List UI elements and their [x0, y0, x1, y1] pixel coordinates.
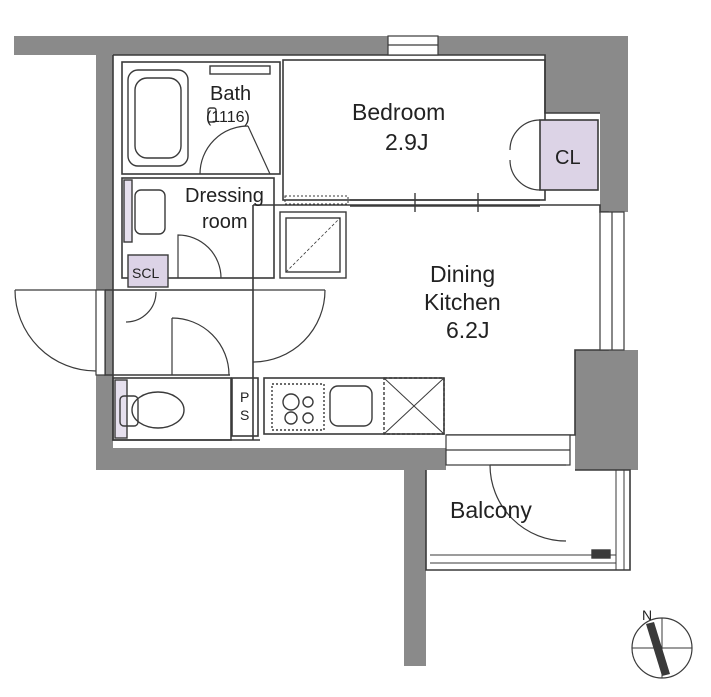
- sliding-door: [350, 193, 540, 212]
- walls: [14, 36, 638, 666]
- bath-door: [199, 125, 271, 175]
- toilet-door: [171, 317, 230, 376]
- dressing-outline: [121, 177, 275, 279]
- dining-kitchen-size: 6.2J: [446, 317, 489, 343]
- dressing-label: Dressing: [185, 185, 264, 207]
- wall-right-mid: [600, 36, 628, 212]
- fridge-space: [383, 377, 445, 435]
- pipe-space-label: P: [240, 389, 249, 405]
- bedroom-vent: [284, 195, 349, 205]
- wall-left-outer: [96, 36, 113, 470]
- pipe-space-outline: [231, 377, 259, 437]
- closet-outline: [539, 119, 599, 191]
- stove: [271, 383, 325, 431]
- balcony-label: Balcony: [450, 497, 532, 523]
- toilet-bowl: [131, 391, 185, 429]
- entrance-door: [14, 289, 97, 372]
- doors: [14, 119, 567, 542]
- compass: N: [631, 607, 693, 679]
- dressing-door: [177, 234, 222, 279]
- outdoor-unit: [591, 549, 611, 559]
- bath-outline: [121, 61, 281, 175]
- windows: [387, 35, 625, 466]
- closet-label: CL: [555, 147, 581, 169]
- toilet-room: [112, 377, 232, 441]
- closet-door: [509, 119, 541, 191]
- dining-label: Dining: [430, 261, 495, 287]
- partitions: [104, 54, 631, 571]
- bedroom-size: 2.9J: [385, 129, 428, 155]
- wall-top: [14, 36, 628, 55]
- fixtures: [114, 65, 611, 559]
- bath-label: Bath: [210, 83, 251, 105]
- compass-needle-icon: [646, 622, 670, 676]
- bath-size: (1116): [206, 109, 250, 126]
- wall-right-lower: [575, 350, 638, 470]
- balcony-door: [489, 464, 567, 542]
- washer-area: [279, 211, 347, 279]
- scl-box: [127, 254, 169, 288]
- washbasin: [134, 189, 166, 235]
- dressing-label-2: room: [202, 211, 248, 233]
- compass-label: N: [642, 607, 652, 623]
- kitchen-door: [252, 289, 326, 363]
- bedroom-label: Bedroom: [352, 99, 445, 125]
- wall-balcony-left: [404, 448, 426, 666]
- kitchen-sink: [329, 385, 373, 427]
- pipe-space-label-2: S: [240, 407, 249, 423]
- kitchen-label: Kitchen: [424, 289, 501, 315]
- scl-label: SCL: [132, 265, 159, 281]
- scl-door: [125, 291, 157, 323]
- bathtub: [127, 69, 189, 167]
- wall-bottom: [96, 448, 446, 470]
